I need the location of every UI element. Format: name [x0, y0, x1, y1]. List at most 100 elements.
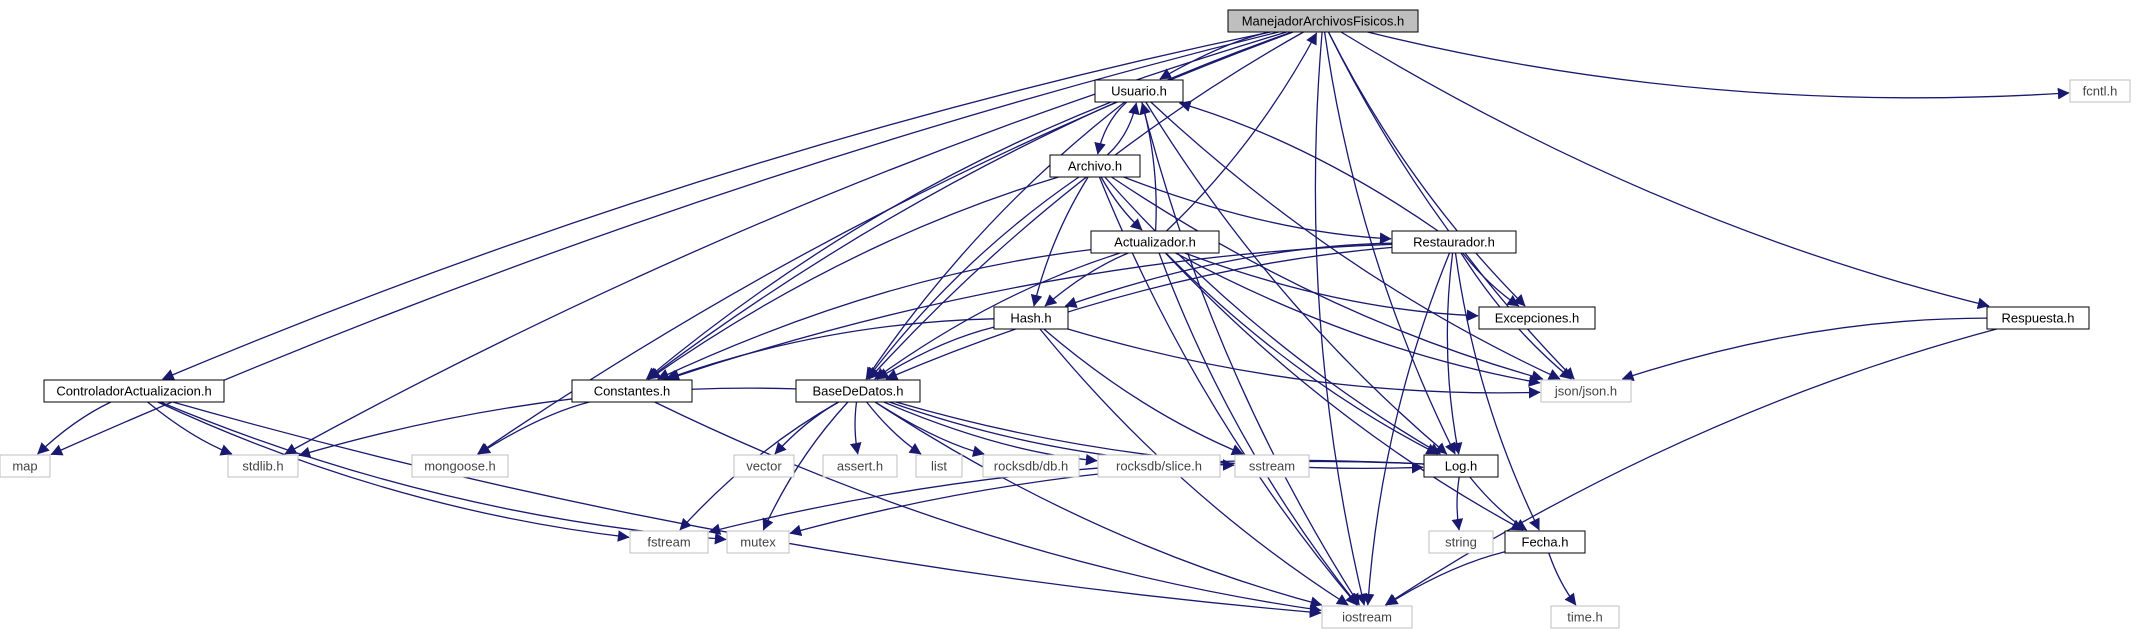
edge-actualizador-to-main: [1166, 32, 1318, 232]
node-excepciones[interactable]: Excepciones.h: [1478, 306, 1596, 330]
node-box: [1227, 9, 1419, 33]
node-label: iostream: [1342, 610, 1392, 625]
edge-main-to-controlador: [162, 31, 1271, 381]
node-box: [571, 379, 693, 403]
node-label: mongoose.h: [424, 459, 496, 474]
node-respuesta[interactable]: Respuesta.h: [1986, 306, 2090, 330]
edge-controlador-to-fstream: [157, 401, 630, 542]
edge-fecha-to-time: [1548, 552, 1577, 606]
node-list: list: [915, 454, 963, 478]
node-label: rocksdb/db.h: [994, 459, 1068, 474]
node-main[interactable]: ManejadorArchivosFisicos.h: [1227, 9, 1419, 33]
edge-controlador-to-stdlib: [147, 401, 233, 456]
node-actualizador[interactable]: Actualizador.h: [1090, 230, 1220, 254]
edge-actualizador-to-iostream: [1158, 252, 1358, 606]
node-stdlib: stdlib.h: [227, 454, 299, 478]
node-map: map: [0, 454, 51, 478]
node-rocksdb_slice: rocksdb/slice.h: [1097, 454, 1221, 478]
edge-usuario-to-log: [1145, 101, 1448, 455]
edge-controlador-to-iostream: [172, 401, 1322, 618]
edge-basededatos-to-assert: [849, 401, 862, 455]
node-label: Restaurador.h: [1413, 235, 1495, 250]
node-box: [1090, 230, 1220, 254]
node-box: [227, 454, 299, 478]
node-label: Constantes.h: [594, 384, 671, 399]
edge-basededatos-to-rocksdb_db: [874, 401, 985, 457]
edge-main-to-excepciones: [1327, 31, 1526, 307]
node-iostream: iostream: [1321, 605, 1413, 629]
node-label: map: [12, 459, 37, 474]
edge-hash-to-json: [1067, 328, 1541, 399]
node-box: [411, 454, 509, 478]
node-box: [795, 379, 921, 403]
edge-basededatos-to-mutex: [762, 401, 849, 531]
node-box: [1428, 530, 1494, 554]
edge-actualizador-to-excepciones: [1184, 252, 1479, 322]
node-label: time.h: [1567, 610, 1602, 625]
node-fcntl: fcntl.h: [2069, 79, 2131, 103]
node-box: [726, 530, 790, 554]
edge-restaurador-to-hash: [1064, 242, 1393, 308]
node-controlador[interactable]: ControladorActualizacion.h: [43, 379, 225, 403]
edge-actualizador-to-log: [1165, 252, 1439, 455]
node-fstream: fstream: [629, 530, 709, 554]
edge-actualizador-to-basededatos: [874, 252, 1121, 380]
dependency-edges: [37, 31, 2070, 618]
node-sstream: sstream: [1234, 454, 1310, 478]
node-restaurador[interactable]: Restaurador.h: [1391, 230, 1517, 254]
node-basededatos[interactable]: BaseDeDatos.h: [795, 379, 921, 403]
node-label: Usuario.h: [1111, 84, 1167, 99]
edge-usuario-to-archivo: [1094, 101, 1128, 155]
node-label: Excepciones.h: [1495, 311, 1580, 326]
edge-archivo-to-json: [1111, 176, 1544, 382]
edge-fecha-to-iostream: [1385, 551, 1506, 606]
node-string: string: [1428, 530, 1494, 554]
node-label: stdlib.h: [242, 459, 283, 474]
node-hash[interactable]: Hash.h: [993, 306, 1069, 330]
node-fecha[interactable]: Fecha.h: [1504, 530, 1586, 554]
edge-restaurador-to-iostream: [1362, 252, 1451, 606]
node-label: json/json.h: [1554, 384, 1617, 399]
node-box: [1321, 605, 1413, 629]
node-label: fcntl.h: [2083, 84, 2118, 99]
node-constantes[interactable]: Constantes.h: [571, 379, 693, 403]
edge-main-to-constantes: [647, 31, 1293, 380]
edge-usuario-to-json: [1150, 101, 1561, 380]
node-box: [1423, 454, 1499, 478]
node-vector: vector: [733, 454, 795, 478]
edge-log-to-string: [1451, 476, 1464, 531]
node-box: [915, 454, 963, 478]
node-box: [2069, 79, 2131, 103]
node-label: Hash.h: [1010, 311, 1051, 326]
node-label: string: [1445, 535, 1477, 550]
edge-controlador-to-map: [37, 401, 112, 455]
node-label: BaseDeDatos.h: [812, 384, 903, 399]
edge-restaurador-to-usuario: [1178, 100, 1439, 232]
node-box: [982, 454, 1080, 478]
edge-hash-to-sstream: [1043, 328, 1244, 456]
node-box: [629, 530, 709, 554]
edge-hash-to-basededatos: [876, 326, 995, 380]
node-box: [733, 454, 795, 478]
edge-archivo-to-actualizador: [1100, 176, 1143, 231]
node-box: [1097, 454, 1221, 478]
node-usuario[interactable]: Usuario.h: [1094, 79, 1184, 103]
node-archivo[interactable]: Archivo.h: [1049, 154, 1141, 178]
node-label: Respuesta.h: [2002, 311, 2075, 326]
node-box: [1478, 306, 1596, 330]
node-label: ControladorActualizacion.h: [56, 384, 211, 399]
node-json: json/json.h: [1540, 379, 1632, 403]
node-label: vector: [746, 459, 782, 474]
edge-log-to-fecha: [1469, 476, 1528, 531]
edge-actualizador-to-fecha: [1164, 252, 1524, 531]
node-label: assert.h: [837, 459, 883, 474]
node-box: [1504, 530, 1586, 554]
node-label: rocksdb/slice.h: [1116, 459, 1202, 474]
node-rocksdb_db: rocksdb/db.h: [982, 454, 1080, 478]
node-label: Archivo.h: [1068, 159, 1122, 174]
edge-hash-to-iostream: [1039, 328, 1349, 606]
node-log[interactable]: Log.h: [1423, 454, 1499, 478]
node-box: [1391, 230, 1517, 254]
edge-archivo-to-hash: [1030, 176, 1089, 307]
